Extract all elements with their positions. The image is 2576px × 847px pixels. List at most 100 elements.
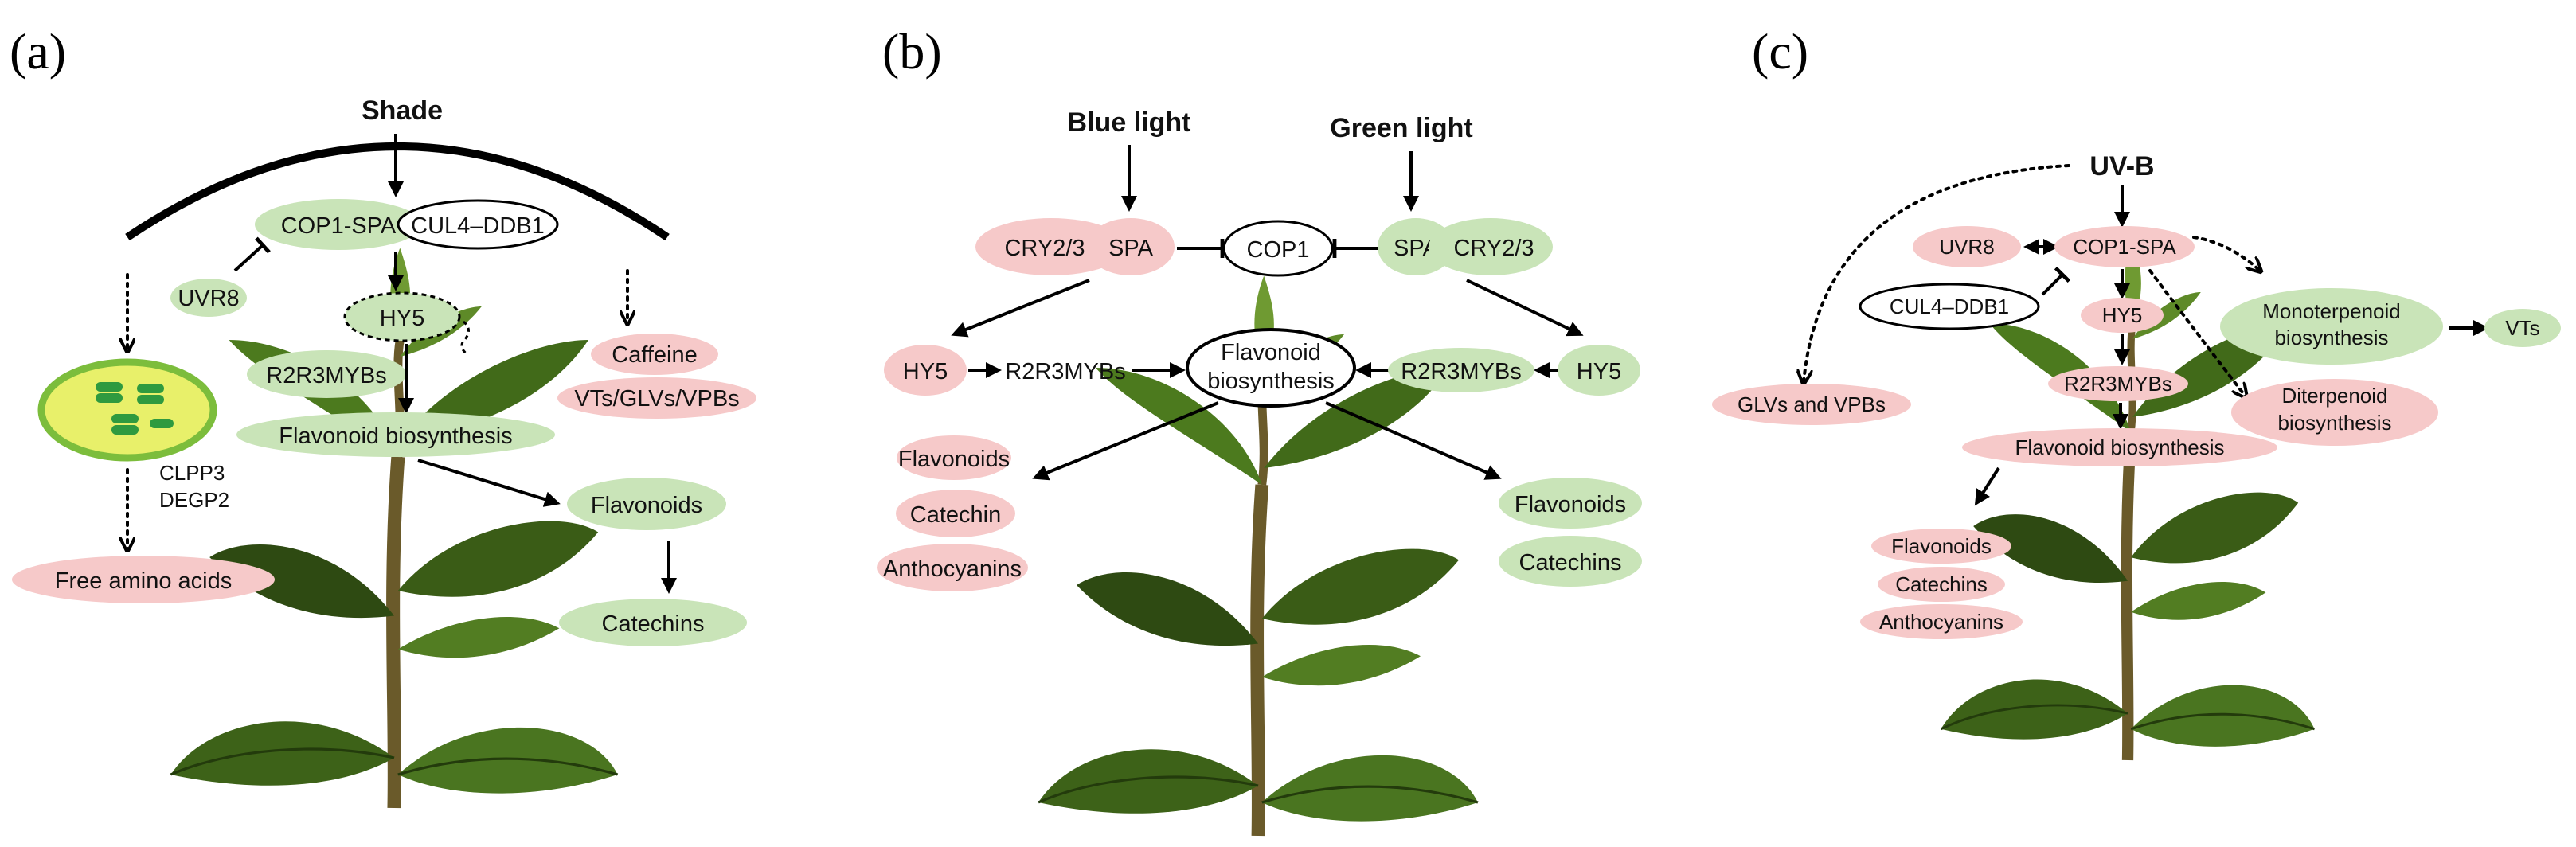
flavonoid-biosynthesis-label: Flavonoid biosynthesis — [279, 424, 512, 449]
node-glvs-vpbs — [1712, 384, 1911, 425]
monoterpenoid-line2: biosynthesis — [2274, 326, 2388, 349]
chloroplast-icon — [37, 358, 217, 462]
node-flavbio-c — [1962, 428, 2277, 466]
uvr8-c-label: UVR8 — [1939, 235, 1994, 259]
node-hy5 — [343, 291, 461, 342]
green-light-label: Green light — [1330, 113, 1472, 143]
node-cul4-ddb1-c — [1859, 283, 2040, 330]
r2r3-c-label: R2R3MYBs — [2064, 372, 2172, 396]
node-flavonoids-b-left — [897, 435, 1011, 480]
clpp3-label: CLPP3 — [159, 461, 225, 485]
node-catechins-c — [1878, 567, 2005, 602]
shade-label: Shade — [362, 96, 443, 126]
arrow-cry-left-to-hy5 — [951, 279, 1090, 338]
node-cop1 — [1222, 220, 1334, 277]
hy5-degradation-mark — [460, 320, 470, 357]
node-flavonoids-b-right — [1499, 478, 1642, 529]
dotted-arrow-to-monoterpenoid — [2192, 236, 2260, 271]
node-vts — [2484, 309, 2561, 347]
node-uvr8 — [170, 279, 247, 317]
node-uvr8-c — [1913, 226, 2021, 267]
hy5-left-label: HY5 — [903, 359, 948, 384]
node-cry23-right — [1429, 218, 1553, 275]
uvr8-label: UVR8 — [178, 286, 239, 311]
node-flavonoids-c — [1871, 529, 2011, 564]
node-free-amino-acids — [12, 556, 275, 603]
cry23-right-label: CRY2/3 — [1453, 236, 1534, 261]
node-vts-glvs-vpbs — [557, 377, 756, 419]
node-r2r3-right — [1388, 348, 1534, 392]
node-anthocyanins-c — [1860, 604, 2023, 639]
flav-bio-line1: Flavonoid — [1221, 340, 1321, 365]
node-spa-right — [1378, 218, 1454, 275]
uvb-label: UV-B — [2089, 151, 2154, 182]
shade-arc — [125, 142, 670, 241]
dotted-arrow-uvb-to-glvs — [1804, 164, 2070, 382]
degp2-label: DEGP2 — [159, 488, 229, 512]
flavonoids-b-left-label: Flavonoids — [898, 447, 1010, 472]
catechin-b-label: Catechin — [910, 502, 1001, 528]
spa-left-label: SPA — [1108, 236, 1154, 261]
inhibit-cop1-uvr8 — [233, 236, 271, 272]
cop1-spa-c-label: COP1-SPA — [2073, 235, 2176, 259]
node-r2r3-c — [2048, 366, 2188, 401]
node-hy5-c — [2081, 298, 2164, 333]
anthocyanins-c-label: Anthocyanins — [1879, 610, 2003, 634]
arrow-flavbio-to-flavonoids — [417, 459, 561, 507]
panel-a: (a) Shade COP1-SPA CUL4–DDB1 UVR8 HY5 R2… — [10, 23, 756, 808]
r2r3mybs-label: R2R3MYBs — [266, 363, 387, 388]
catechins-a-label: Catechins — [602, 611, 705, 637]
node-flavonoid-biosynthesis — [236, 412, 555, 457]
arrow-flavbio-to-right-products — [1325, 401, 1502, 480]
vts-glvs-vpbs-label: VTs/GLVs/VPBs — [574, 386, 739, 412]
panel-b: (b) Blue light Green light CRY2/3 SPA CO… — [877, 23, 1642, 836]
vts-label: VTs — [2505, 316, 2539, 340]
node-hy5-right — [1558, 345, 1640, 396]
node-spa-left — [1087, 218, 1175, 275]
arrow-cry-right-to-hy5 — [1466, 279, 1584, 337]
catechins-b-right-label: Catechins — [1519, 550, 1622, 576]
arrow-flavbio-to-products-c — [1974, 466, 2000, 506]
cul4-ddb1-c-label: CUL4–DDB1 — [1890, 295, 2009, 318]
node-flavonoids-a — [567, 478, 726, 530]
diterpenoid-line1: Diterpenoid — [2282, 384, 2388, 408]
node-catechins-b-right — [1499, 536, 1642, 587]
thylakoid-stacks — [96, 382, 174, 435]
arrow-flavbio-to-left-products — [1032, 401, 1219, 481]
hy5-c-label: HY5 — [2102, 303, 2143, 327]
node-catechins-a — [559, 599, 747, 646]
anthocyanins-b-label: Anthocyanins — [883, 556, 1022, 582]
panel-a-label: (a) — [10, 23, 66, 80]
panel-c-label: (c) — [1752, 23, 1808, 80]
node-cry23-left — [975, 218, 1127, 275]
node-catechin-b — [896, 490, 1015, 537]
caffeine-label: Caffeine — [612, 342, 698, 368]
flav-bio-line2: biosynthesis — [1207, 369, 1335, 394]
flavonoids-b-right-label: Flavonoids — [1515, 492, 1626, 517]
node-cop1-spa-c — [2054, 226, 2195, 267]
r2r3-right-label: R2R3MYBs — [1401, 359, 1522, 384]
node-anthocyanins-b — [877, 544, 1028, 591]
free-amino-acids-label: Free amino acids — [55, 568, 232, 594]
panel-c: (c) UV-B UVR8 COP1-SPA CUL4–DDB1 HY5 R2R… — [1712, 23, 2561, 760]
blue-light-label: Blue light — [1068, 107, 1191, 138]
diterpenoid-line2: biosynthesis — [2277, 411, 2391, 435]
cop1-label: COP1 — [1247, 237, 1310, 263]
flavbio-c-label: Flavonoid biosynthesis — [2015, 435, 2224, 459]
node-hy5-left — [884, 345, 967, 396]
inhibit-cul4-cop1 — [2041, 266, 2071, 296]
catechins-c-label: Catechins — [1895, 572, 1988, 596]
hy5-right-label: HY5 — [1577, 359, 1621, 384]
node-r2r3mybs — [247, 350, 406, 398]
node-monoterpenoid — [2220, 288, 2443, 365]
node-caffeine — [591, 334, 718, 375]
glvs-vpbs-label: GLVs and VPBs — [1738, 392, 1886, 416]
cry23-left-label: CRY2/3 — [1004, 236, 1085, 261]
dotted-arrow-to-diterpenoid — [2148, 269, 2246, 396]
r2r3-left-label: R2R3MYBs — [1005, 359, 1126, 384]
node-flavonoid-biosynthesis-b — [1186, 328, 1356, 408]
flavonoids-c-label: Flavonoids — [1891, 534, 1992, 558]
hy5-label: HY5 — [380, 306, 424, 331]
